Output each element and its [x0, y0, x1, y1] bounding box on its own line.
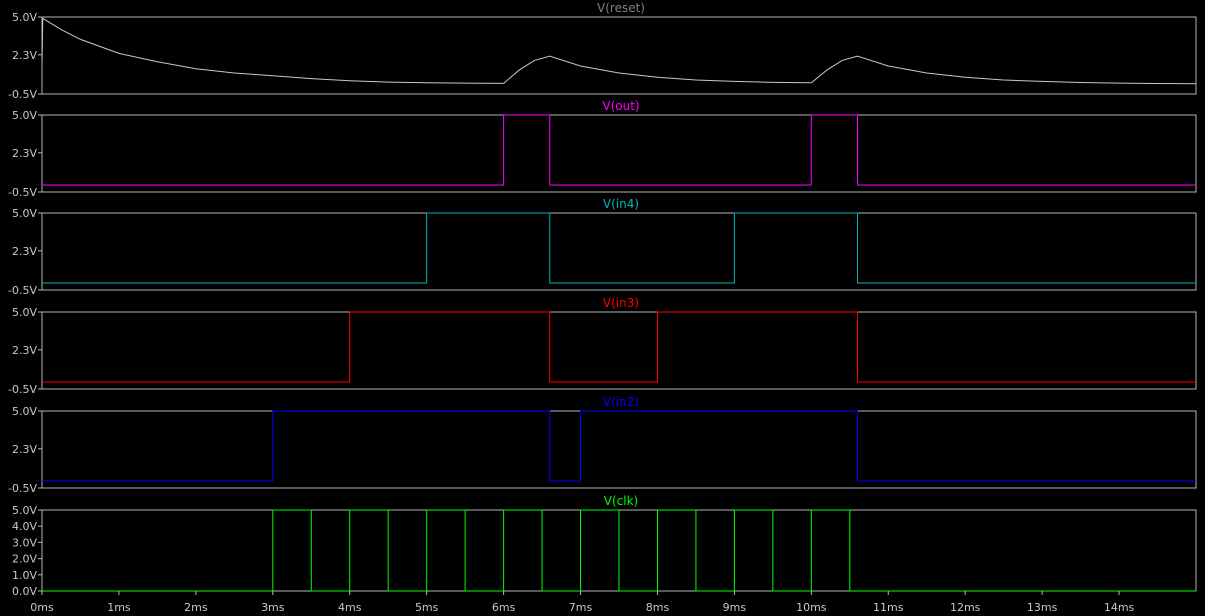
x-tick-label: 8ms: [646, 601, 670, 614]
y-tick-label: 4.0V: [12, 520, 37, 533]
x-tick-label: 0ms: [30, 601, 54, 614]
y-tick-label: 2.3V: [12, 443, 37, 456]
pane-frame: [41, 410, 1197, 489]
x-tick-label: 7ms: [569, 601, 593, 614]
y-tick-label: 2.3V: [12, 147, 37, 160]
waveform-trace: [42, 114, 1196, 186]
pane-title: V(in3): [603, 296, 639, 310]
y-tick-label: -0.5V: [8, 383, 37, 396]
y-tick-label: 0.0V: [12, 585, 37, 598]
pane-title: V(in2): [603, 395, 639, 409]
y-tick-label: 5.0V: [12, 11, 37, 24]
x-tick-label: 12ms: [950, 601, 981, 614]
y-tick-label: 2.0V: [12, 553, 37, 566]
pane-frame: [41, 16, 1197, 95]
y-tick-label: 2.3V: [12, 344, 37, 357]
x-tick-label: 4ms: [338, 601, 362, 614]
pane-frame: [41, 311, 1197, 390]
y-tick-label: -0.5V: [8, 186, 37, 199]
y-tick-label: 2.3V: [12, 245, 37, 258]
x-tick-label: 1ms: [107, 601, 131, 614]
y-tick-label: 5.0V: [12, 109, 37, 122]
x-tick-label: 14ms: [1104, 601, 1135, 614]
waveform-trace: [42, 212, 1196, 284]
x-tick-label: 11ms: [873, 601, 904, 614]
y-tick-label: 2.3V: [12, 49, 37, 62]
y-tick-label: 1.0V: [12, 569, 37, 582]
pane-title: V(clk): [604, 494, 638, 508]
x-tick-label: 2ms: [184, 601, 208, 614]
waveform-trace: [42, 410, 1196, 482]
x-tick-label: 5ms: [415, 601, 439, 614]
waveform-trace: [41, 17, 1197, 85]
waveform-trace: [42, 311, 1196, 383]
y-tick-label: 5.0V: [12, 504, 37, 517]
y-tick-label: -0.5V: [8, 284, 37, 297]
pane-frame: [41, 114, 1197, 193]
y-tick-label: 5.0V: [12, 207, 37, 220]
x-tick-label: 9ms: [723, 601, 747, 614]
waveform-trace: [42, 509, 1196, 592]
x-tick-label: 6ms: [492, 601, 516, 614]
y-tick-label: -0.5V: [8, 482, 37, 495]
pane-title: V(in4): [603, 197, 639, 211]
y-tick-label: 5.0V: [12, 306, 37, 319]
pane-title: V(out): [602, 99, 639, 113]
pane-frame: [41, 212, 1197, 291]
y-tick-label: 3.0V: [12, 536, 37, 549]
pane-title: V(reset): [597, 1, 645, 15]
x-tick-label: 10ms: [796, 601, 827, 614]
y-tick-label: 5.0V: [12, 405, 37, 418]
y-tick-label: -0.5V: [8, 88, 37, 101]
x-tick-label: 3ms: [261, 601, 285, 614]
x-tick-label: 13ms: [1027, 601, 1058, 614]
